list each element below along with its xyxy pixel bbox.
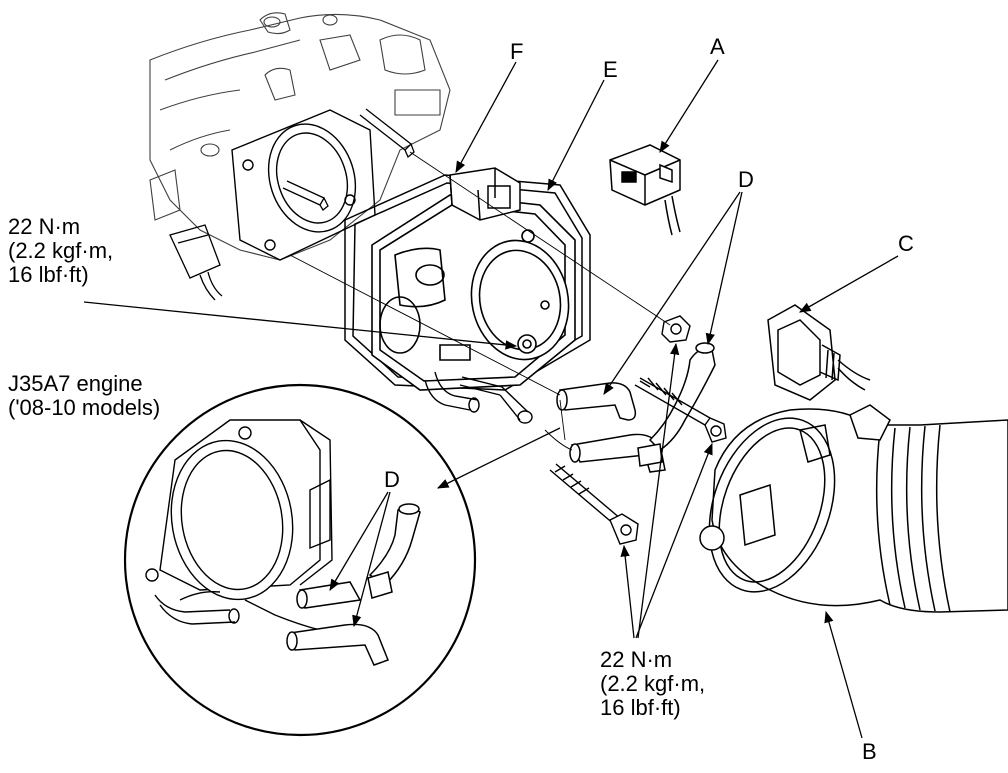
torque-lower-line3: 16 lbf·ft)	[600, 695, 681, 720]
callout-c: C	[898, 231, 914, 256]
torque-spec-upper: 22 N·m (2.2 kgf·m, 16 lbf·ft)	[8, 215, 113, 287]
leader-d-inset-2	[352, 491, 391, 628]
coolant-hoses-d	[556, 342, 716, 473]
manifold-connector	[169, 224, 223, 301]
leader-d-main-1	[603, 191, 741, 395]
leader-torque-upper	[83, 301, 518, 350]
alignment-lines	[289, 151, 671, 451]
torque-lower-line2: (2.2 kgf·m,	[600, 671, 706, 696]
callout-f: F	[510, 39, 524, 64]
manifold-studs	[282, 108, 415, 211]
leader-d-main-2	[705, 191, 743, 346]
leader-f	[455, 61, 517, 174]
leader-c	[798, 255, 899, 313]
leader-b	[824, 610, 863, 739]
mounting-bolts	[549, 315, 727, 545]
inset-caption-line1: J35A7 engine	[8, 371, 143, 396]
torque-upper-line2: (2.2 kgf·m,	[8, 238, 114, 263]
leader-inset	[436, 427, 561, 489]
manifold-flange	[231, 109, 376, 261]
throttle-body-sensor	[449, 167, 521, 221]
leader-arrows	[83, 59, 899, 739]
torque-lower-line1: 22 N·m	[600, 647, 673, 672]
torque-spec-lower: 22 N·m (2.2 kgf·m, 16 lbf·ft)	[600, 648, 705, 720]
leader-d-inset-1	[329, 491, 389, 592]
callout-e: E	[603, 57, 618, 82]
inset-caption-line2: ('08-10 models)	[8, 395, 161, 420]
leader-torque-lower-3	[637, 342, 680, 639]
callout-a: A	[710, 34, 725, 59]
intake-duct-b	[699, 404, 1008, 613]
leader-a	[659, 59, 719, 153]
connector-c	[767, 304, 871, 401]
inset-detail-circle	[123, 383, 477, 737]
leader-e	[547, 79, 605, 192]
callout-d-inset: D	[384, 467, 400, 492]
throttle-body-f	[371, 194, 576, 391]
throttle-coolant-pipes	[424, 371, 533, 424]
callout-d-main: D	[738, 167, 754, 192]
intake-manifold	[149, 12, 451, 261]
torque-upper-line1: 22 N·m	[8, 214, 81, 239]
inset-caption: J35A7 engine ('08-10 models)	[8, 372, 160, 420]
leader-torque-lower-2	[635, 442, 713, 639]
torque-upper-line3: 16 lbf·ft)	[8, 262, 89, 287]
callout-b: B	[862, 739, 877, 764]
connector-a	[609, 144, 681, 236]
leader-torque-lower-1	[620, 544, 635, 639]
